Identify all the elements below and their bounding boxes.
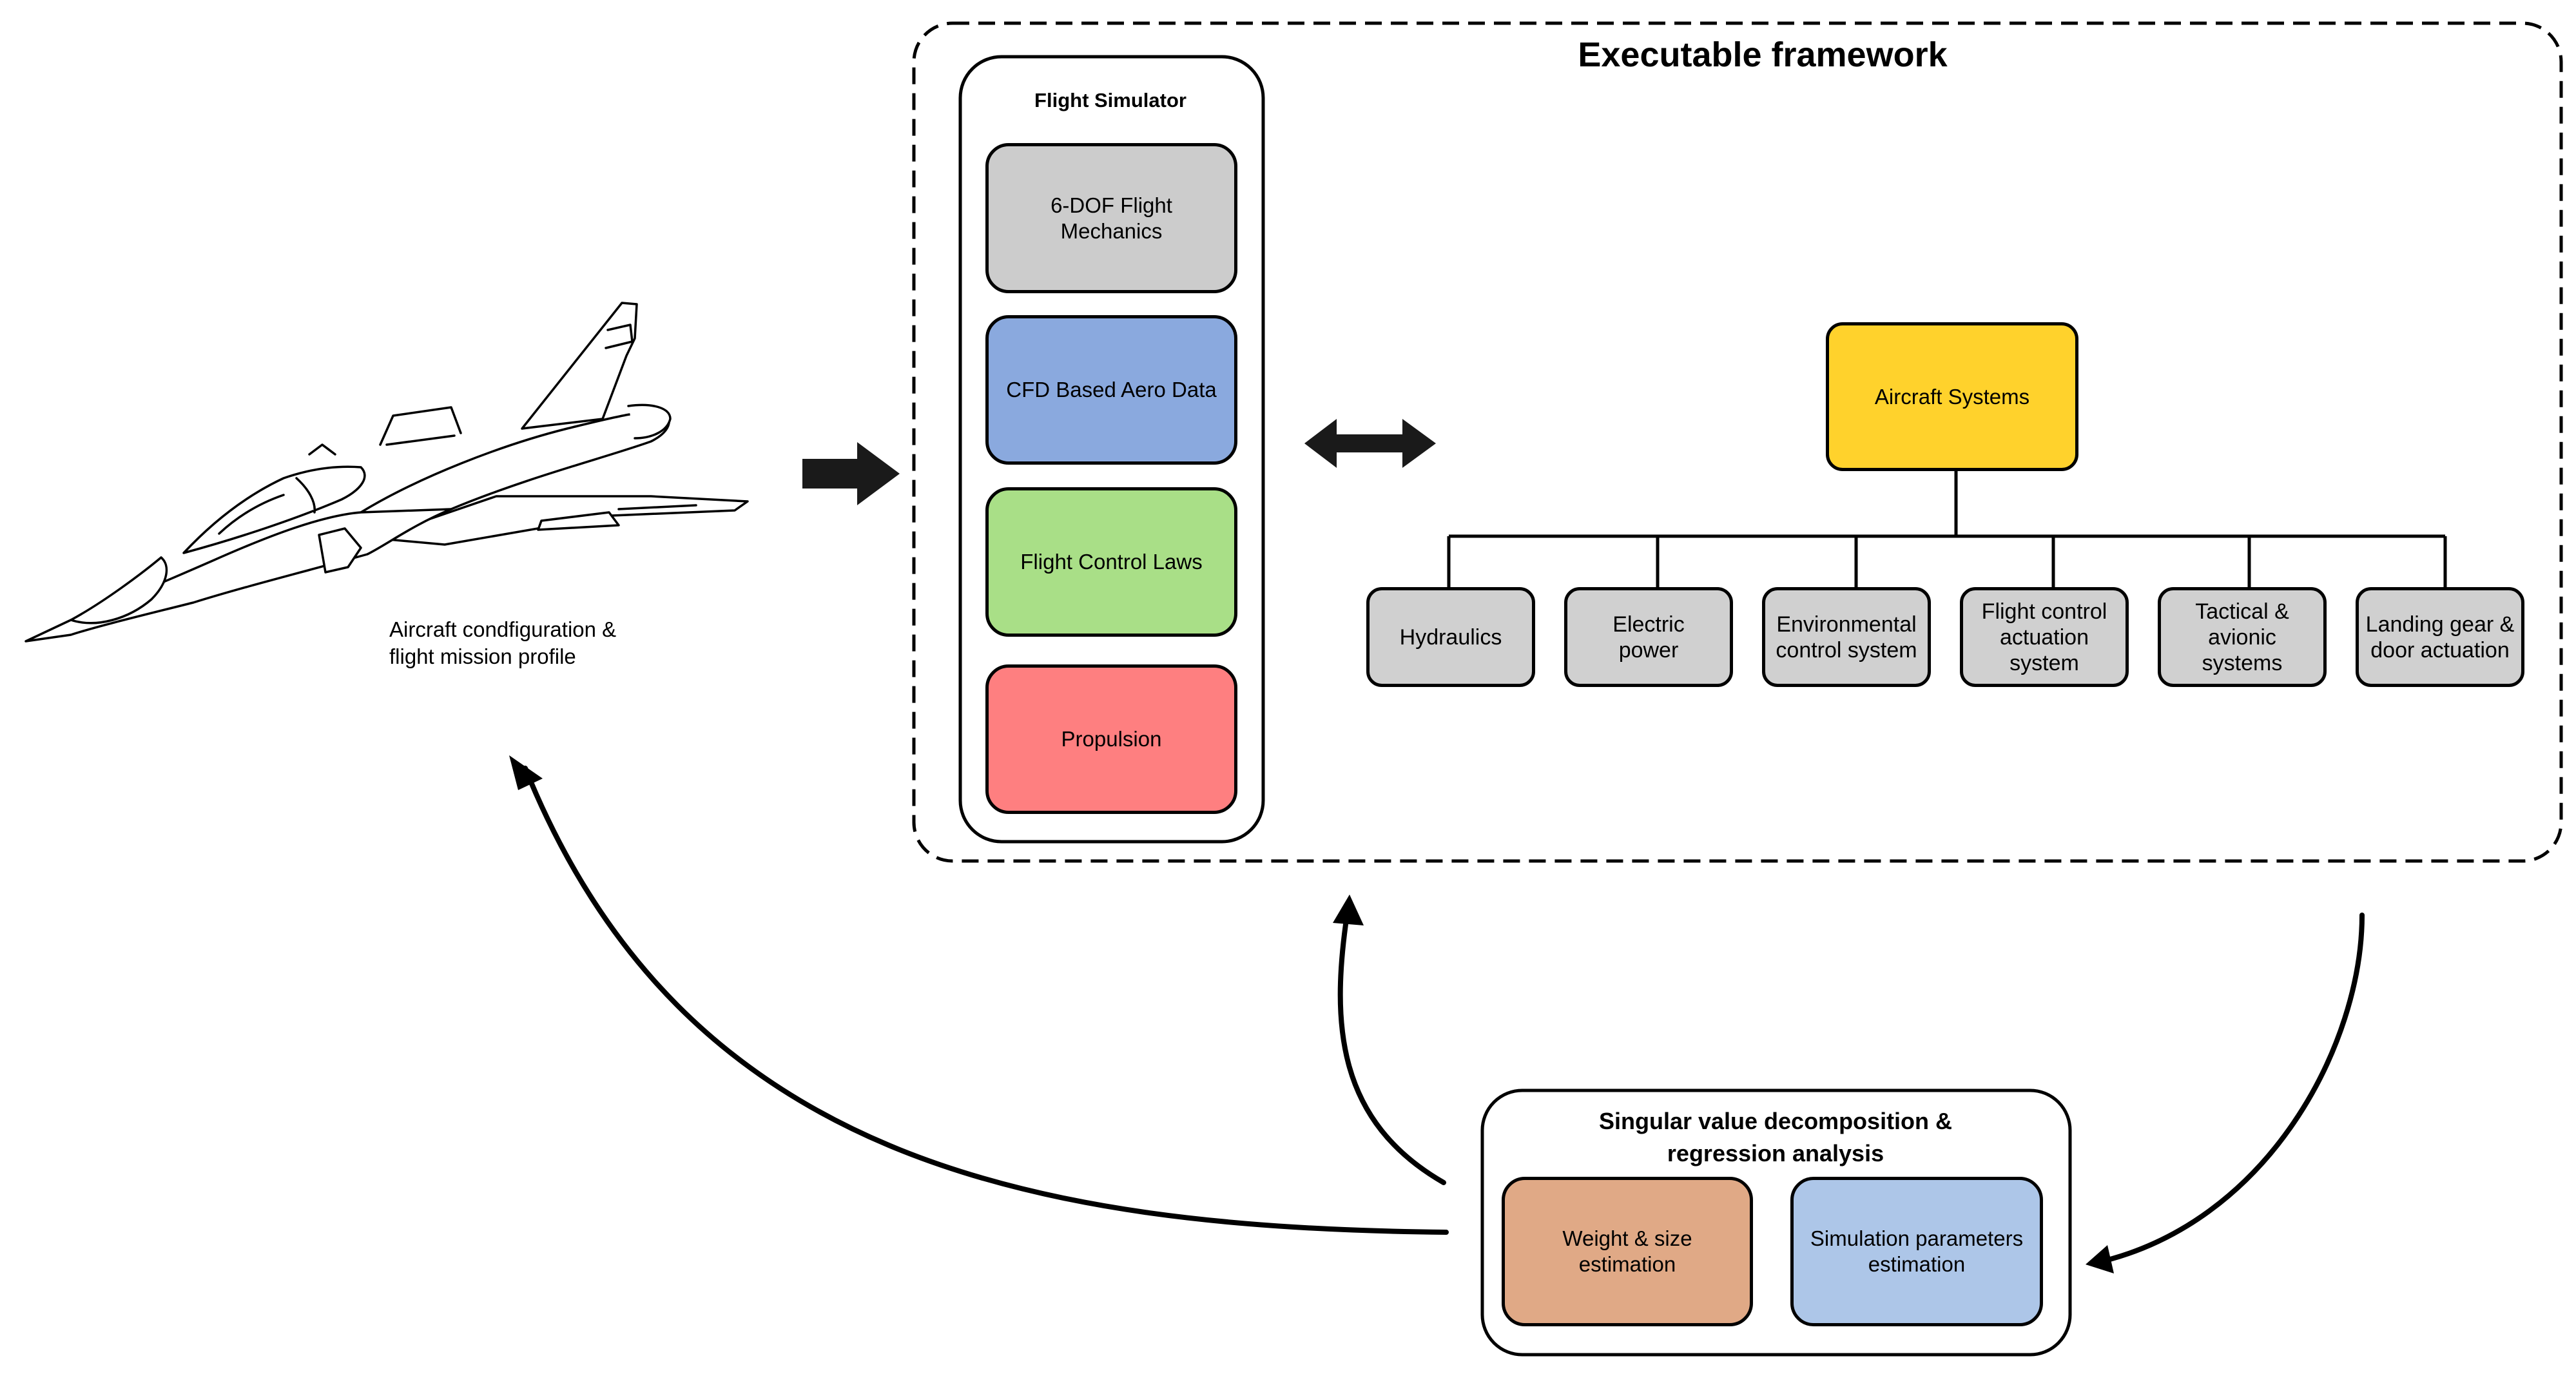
flight-simulator-title: Flight Simulator xyxy=(1034,89,1186,111)
system-flight-control-actuation: Flight control actuation system xyxy=(1960,587,2129,687)
svd-title: Singular value decomposition & regressio… xyxy=(1476,1105,2075,1170)
module-label: CFD Based Aero Data xyxy=(1006,378,1217,402)
feedback-arrow-to-aircraft xyxy=(523,766,1449,1235)
sim-params-line2: estimation xyxy=(1868,1252,1966,1276)
system-hydraulics: Hydraulics xyxy=(1366,587,1535,687)
aircraft-caption: Aircraft condfiguration & flight mission… xyxy=(389,616,699,670)
simulation-parameters-estimation-box: Simulation parameters estimation xyxy=(1790,1177,2043,1326)
system-label: Environmental control system xyxy=(1776,612,1917,663)
module-cfd-aero-data: CFD Based Aero Data xyxy=(985,315,1237,465)
system-label: Electric power xyxy=(1612,612,1685,663)
aircraft-systems-label: Aircraft Systems xyxy=(1874,384,2030,409)
module-label: Propulsion xyxy=(1061,727,1162,751)
systems-tree-lines xyxy=(1447,470,2447,588)
sim-params-line1: Simulation parameters xyxy=(1810,1226,2024,1250)
system-landing-gear-door: Landing gear & door actuation xyxy=(2356,587,2524,687)
flight-simulator-frame xyxy=(958,55,1265,844)
module-6dof-flight-mechanics: 6-DOF Flight Mechanics xyxy=(985,143,1237,293)
module-label: Flight Control Laws xyxy=(1020,550,1203,574)
svd-title-line2: regression analysis xyxy=(1667,1140,1884,1166)
system-label: Flight control actuation system xyxy=(1981,599,2107,675)
bidirectional-block-arrow xyxy=(1304,419,1436,468)
module-propulsion: Propulsion xyxy=(985,664,1237,814)
system-label: Landing gear & door actuation xyxy=(2365,612,2515,663)
aircraft-systems-node: Aircraft Systems xyxy=(1826,322,2078,471)
arrowhead-aircraft xyxy=(509,755,543,790)
weight-line1: Weight & size xyxy=(1562,1226,1692,1250)
arrow-framework-to-svd xyxy=(2092,913,2365,1266)
arrowhead-svd xyxy=(2086,1245,2114,1273)
weight-line2: estimation xyxy=(1578,1252,1676,1276)
executable-framework-title: Executable framework xyxy=(1578,35,1948,74)
weight-size-estimation-box: Weight & size estimation xyxy=(1502,1177,1753,1326)
aircraft-caption-line2: flight mission profile xyxy=(389,644,576,668)
system-environmental-control: Environmental control system xyxy=(1762,587,1931,687)
svd-title-line1: Singular value decomposition & xyxy=(1598,1108,1953,1134)
system-label: Hydraulics xyxy=(1399,624,1502,650)
system-electric-power: Electric power xyxy=(1564,587,1733,687)
svd-frame xyxy=(1480,1089,2072,1357)
system-label: Tactical & avionic systems xyxy=(2195,599,2289,675)
aircraft-caption-line1: Aircraft condfiguration & xyxy=(389,617,617,641)
input-block-arrow xyxy=(802,442,900,505)
module-label: 6-DOF Flight Mechanics xyxy=(1051,193,1172,243)
module-flight-control-laws: Flight Control Laws xyxy=(985,487,1237,637)
system-tactical-avionic: Tactical & avionic systems xyxy=(2158,587,2327,687)
aircraft-drawing xyxy=(24,302,749,643)
feedback-arrow-to-framework xyxy=(1337,913,1446,1185)
executable-framework-frame xyxy=(912,21,2563,863)
arrowhead-framework xyxy=(1333,895,1364,925)
